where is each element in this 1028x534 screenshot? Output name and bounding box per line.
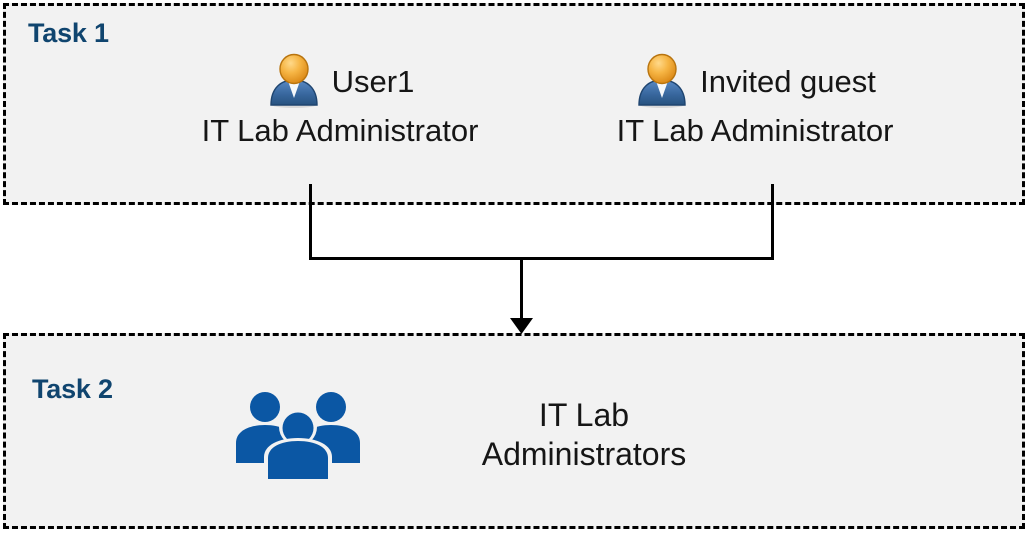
task-1-label: Task 1 xyxy=(28,18,109,48)
group-name-label: IT Lab Administrators xyxy=(481,396,687,472)
task-1-container xyxy=(3,3,1025,205)
person-user1-header: User1 xyxy=(130,50,550,112)
task-2-container xyxy=(3,333,1025,529)
person-user1-name: User1 xyxy=(331,63,415,99)
person-card-invited-guest: Invited guest IT Lab Administrator xyxy=(545,50,965,148)
person-invited-guest-role: IT Lab Administrator xyxy=(616,113,894,148)
user-icon xyxy=(266,52,322,110)
task-2-label: Task 2 xyxy=(32,374,113,404)
group-of-people-icon xyxy=(234,387,362,483)
person-card-user1: User1 IT Lab Administrator xyxy=(130,50,550,148)
person-invited-guest-header: Invited guest xyxy=(545,50,965,112)
person-user1-role: IT Lab Administrator xyxy=(201,113,479,148)
user-icon xyxy=(634,52,690,110)
group-card-it-lab-administrators: IT Lab Administrators xyxy=(150,380,770,490)
person-invited-guest-name: Invited guest xyxy=(700,63,876,99)
down-arrow-icon xyxy=(510,318,533,334)
